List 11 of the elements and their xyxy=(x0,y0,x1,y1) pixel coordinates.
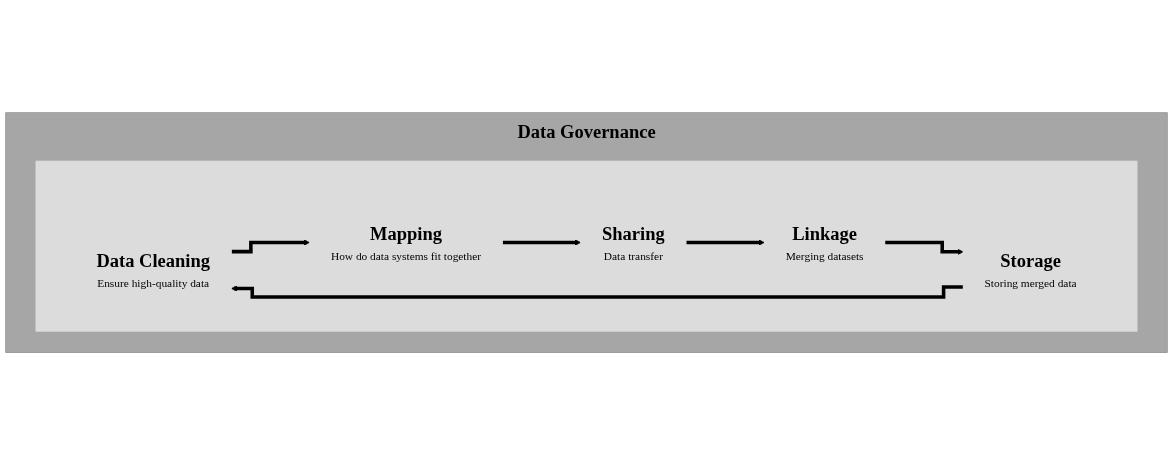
arrow xyxy=(502,239,581,246)
node-text: Linkage Merging datasets xyxy=(785,224,864,263)
cluster xyxy=(35,161,1138,332)
node-text: Data Cleaning Ensure high-quality data xyxy=(96,251,210,290)
node-text: Mapping How do data systems fit together xyxy=(330,224,482,263)
arrow xyxy=(884,241,964,256)
arrow xyxy=(230,285,964,300)
arrow xyxy=(231,239,310,254)
node-text: Sharing Data transfer xyxy=(602,224,665,263)
arrow xyxy=(686,239,765,246)
node-text: Storage Storing merged data xyxy=(984,251,1077,290)
